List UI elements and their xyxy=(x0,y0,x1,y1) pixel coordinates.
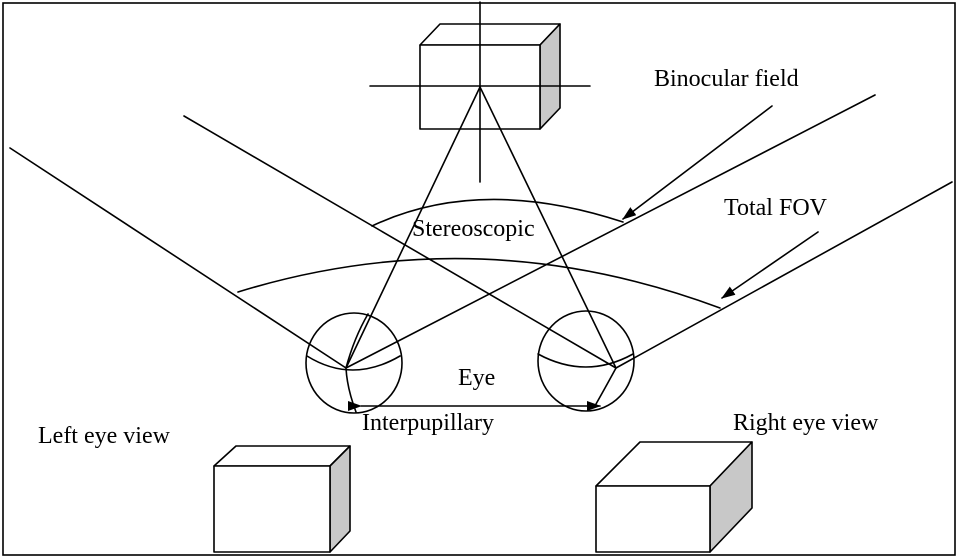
binocular-field-label: Binocular field xyxy=(654,66,799,92)
left-eye-fov-lines xyxy=(9,94,876,369)
left-eye-view-label: Left eye view xyxy=(38,423,171,449)
stereoscopic-arc xyxy=(371,198,624,227)
interpupillary-label: Interpupillary xyxy=(362,410,494,436)
left-eye xyxy=(305,312,403,414)
left-eye-view-cube xyxy=(213,445,351,553)
total-fov-label: Total FOV xyxy=(724,195,828,221)
convergence-lines xyxy=(345,86,617,369)
right-eye-view-cube xyxy=(595,441,753,553)
total-fov-arc xyxy=(237,257,721,309)
stereoscopic-label: Stereoscopic xyxy=(412,216,535,242)
binocular-field-arrow xyxy=(622,105,773,220)
right-eye-view-label: Right eye view xyxy=(733,410,879,436)
crosshair xyxy=(369,1,591,183)
right-eye xyxy=(537,310,635,412)
total-fov-arrow xyxy=(721,231,819,299)
right-eye-fov-lines xyxy=(183,115,953,369)
eye-label: Eye xyxy=(458,365,495,391)
target-cube xyxy=(419,23,561,130)
